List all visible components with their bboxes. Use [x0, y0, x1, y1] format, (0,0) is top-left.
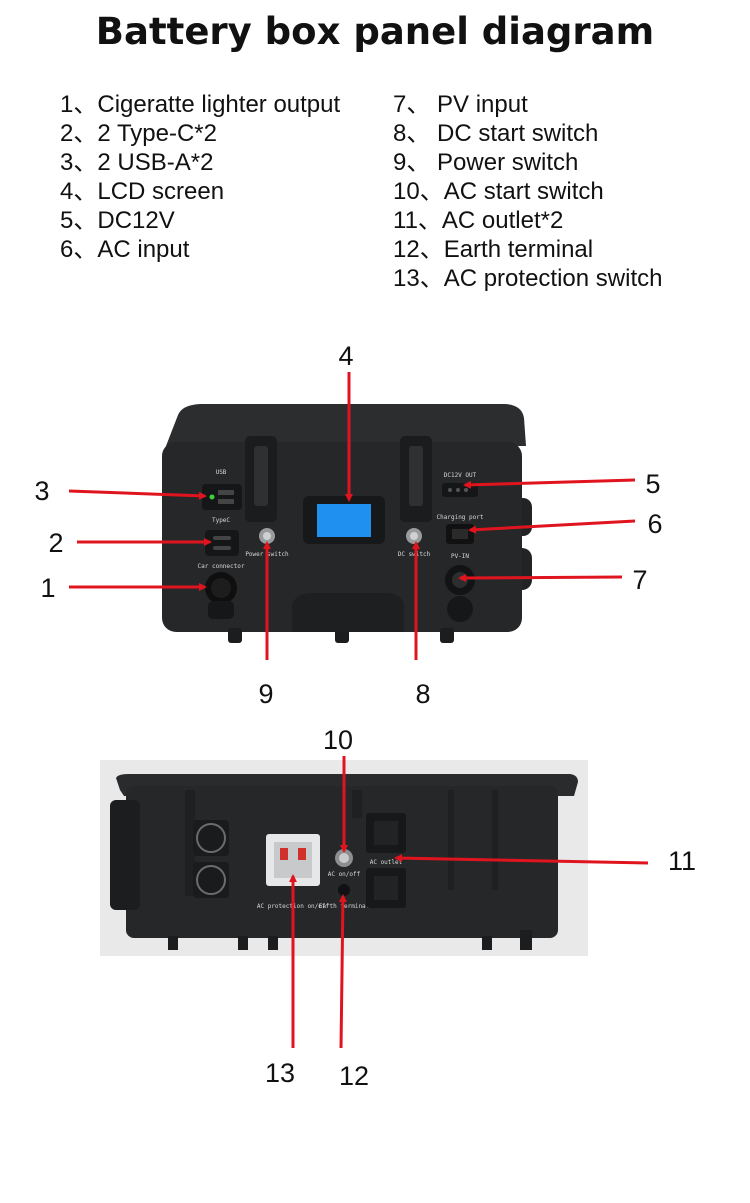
- legend-item-10: 10、AC start switch: [393, 178, 604, 205]
- legend-item-8: 8、 DC start switch: [393, 120, 599, 147]
- callout-7: 7: [632, 565, 647, 595]
- power-switch-center: [263, 532, 271, 540]
- ac-outlet-label: AC outlet: [370, 859, 403, 866]
- usb-label: USB: [216, 469, 227, 476]
- dc12v-jack: [456, 488, 460, 492]
- legend-item-1: 1、Cigeratte lighter output: [60, 91, 341, 118]
- callout-2: 2: [48, 528, 63, 558]
- dc12v-jack: [464, 488, 468, 492]
- ac-protection-switch-inner: [274, 842, 312, 878]
- pv-input-inner: [452, 572, 468, 588]
- fan-lower: [193, 862, 229, 898]
- ac-on-off-label: AC on/off: [328, 871, 361, 878]
- front-foot: [228, 628, 242, 643]
- back-foot: [168, 936, 178, 950]
- dc12v-out-label: DC12V OUT: [444, 472, 477, 479]
- callout-10: 10: [323, 725, 353, 755]
- ac-outlet-upper-face: [374, 821, 398, 845]
- arrow-12: [338, 894, 347, 1049]
- typec-port-panel: [205, 530, 239, 556]
- legend-item-6: 6、AC input: [60, 236, 190, 263]
- front-latch-left-inner: [254, 446, 268, 506]
- earth-terminal-icon: [338, 884, 350, 896]
- usb-a-port: [218, 490, 234, 495]
- dc-switch-label: DC switch: [398, 551, 431, 558]
- fan-upper: [193, 820, 229, 856]
- callout-13: 13: [265, 1058, 295, 1088]
- callout-8: 8: [415, 679, 430, 709]
- back-rib: [352, 790, 362, 818]
- fan-lower-icon: [196, 865, 226, 895]
- legend-right: 7、 PV input 8、 DC start switch 9、 Power …: [393, 90, 662, 293]
- arrow-6: [468, 519, 636, 534]
- legend-item-3: 3、2 USB-A*2: [60, 149, 214, 176]
- legend-item-2: 2、2 Type-C*2: [60, 120, 217, 147]
- callout-5: 5: [645, 469, 660, 499]
- ac-start-switch-center: [339, 853, 349, 863]
- typec-port: [213, 546, 231, 550]
- front-lid: [166, 404, 526, 446]
- callout-12: 12: [339, 1061, 369, 1091]
- legend-left: 1、Cigeratte lighter output 2、2 Type-C*2 …: [60, 90, 340, 264]
- back-rib: [185, 790, 195, 896]
- legend-item-12: 12、Earth terminal: [393, 236, 594, 263]
- ac-protection-lever: [280, 848, 288, 860]
- cigarette-lighter-cap: [208, 601, 234, 619]
- callout-4: 4: [338, 341, 353, 371]
- callout-11: 11: [668, 846, 696, 876]
- usb-indicator-icon: [209, 494, 215, 500]
- ac-input-socket-inner: [452, 529, 468, 539]
- callout-3: 3: [34, 476, 49, 506]
- usb-port-panel: [202, 484, 242, 510]
- dc12v-jack: [448, 488, 452, 492]
- pv-input-cap: [447, 596, 473, 622]
- back-rib: [492, 790, 498, 890]
- legend-item-13: 13、AC protection switch: [393, 265, 663, 292]
- legend-item-11: 11、AC outlet*2: [393, 207, 564, 234]
- callout-1: 1: [40, 573, 55, 603]
- car-connector-label: Car connector: [198, 563, 245, 570]
- legend-item-5: 5、DC12V: [60, 207, 175, 234]
- front-recess: [292, 593, 404, 632]
- lcd-screen: [317, 504, 371, 537]
- dc-switch-center: [410, 532, 418, 540]
- callout-6: 6: [647, 509, 662, 539]
- legend-item-7: 7、 PV input: [393, 91, 528, 118]
- typec-label: TypeC: [212, 517, 230, 524]
- fan-upper-icon: [196, 823, 226, 853]
- back-rib: [448, 790, 454, 890]
- ac-protection-lever: [298, 848, 306, 860]
- page-title: Battery box panel diagram: [95, 10, 655, 53]
- cigarette-lighter-inner: [211, 578, 231, 598]
- back-foot: [238, 936, 248, 950]
- back-foot: [520, 930, 532, 950]
- front-panel: USB TypeC Car connector Power switch DC …: [162, 404, 532, 643]
- callout-9: 9: [258, 679, 273, 709]
- legend-item-9: 9、 Power switch: [393, 149, 579, 176]
- arrow-11: [394, 854, 649, 865]
- back-left-handle: [110, 800, 140, 910]
- typec-port: [213, 536, 231, 540]
- front-foot: [440, 628, 454, 643]
- back-foot: [268, 936, 278, 950]
- arrow-3: [68, 489, 207, 500]
- charging-port-label: Charging port: [437, 514, 484, 521]
- ac-outlet-lower-face: [374, 876, 398, 900]
- back-foot: [482, 936, 492, 950]
- arrow-7: [458, 573, 623, 582]
- front-latch-right-inner: [409, 446, 423, 506]
- arrow-5: [463, 478, 636, 489]
- usb-a-port: [218, 499, 234, 504]
- callout-numbers: 3 2 1 4 5 6 7 9 8 10 11 13 12: [34, 341, 696, 1091]
- callout-arrows: [68, 372, 649, 1049]
- legend-item-4: 4、LCD screen: [60, 178, 225, 205]
- pv-in-label: PV-IN: [451, 553, 469, 560]
